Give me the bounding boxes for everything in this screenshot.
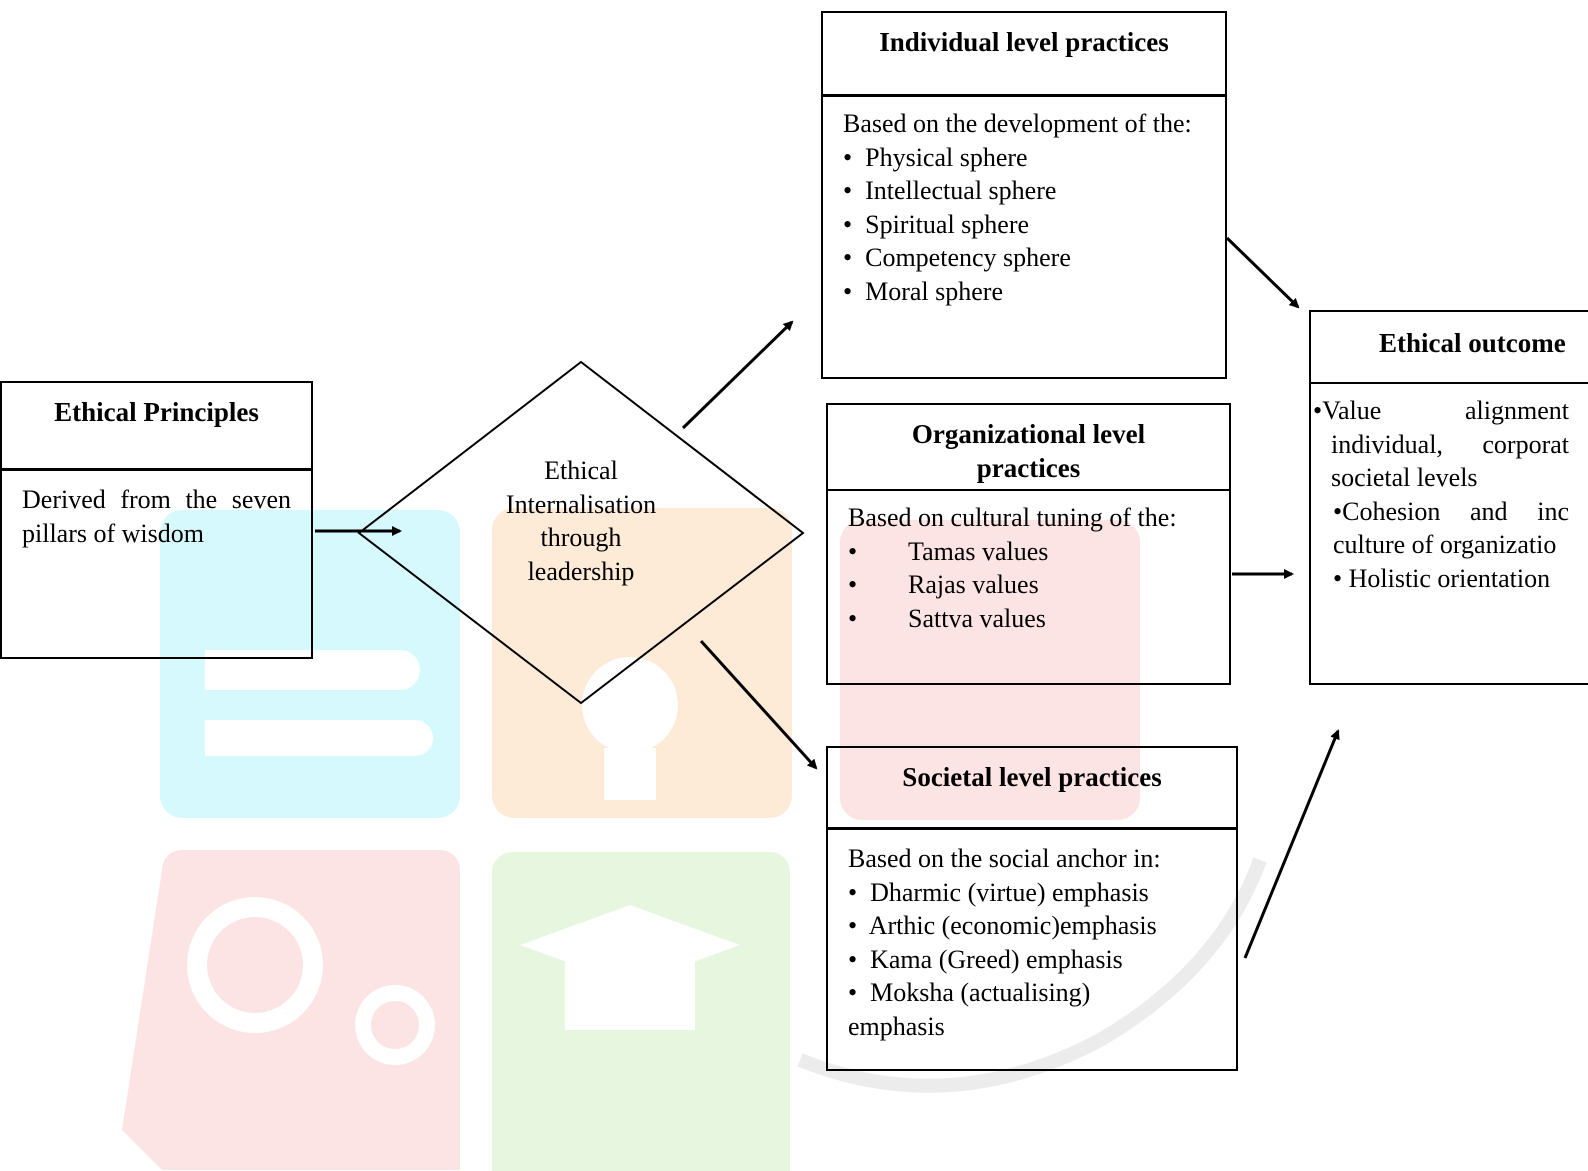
bullet: • [848, 978, 858, 1007]
ethical-principles-text: Derived from the seven pillars of wisdom [22, 485, 291, 548]
outcome-item: •Value alignment individual, corporat so… [1313, 396, 1569, 492]
bullet: • [848, 570, 858, 599]
bullet: • [843, 276, 853, 306]
outcome-item: •Cohesion and inc culture of organizatio [1333, 496, 1569, 560]
bullet: • [848, 911, 858, 940]
societal-practices-body: Based on the social anchor in: • Dharmic… [828, 830, 1236, 1043]
bullet: • [843, 243, 853, 272]
diamond-line: Ethical [544, 456, 618, 485]
list-item-text: Dharmic (virtue) emphasis [870, 877, 1149, 907]
societal-practices-box: Societal level practices Based on the so… [826, 746, 1238, 1071]
individual-intro: Based on the development of the: [843, 109, 1192, 138]
list-item-text: Moral sphere [865, 276, 1004, 306]
organizational-list: • Tamas values • Rajas values • Sattva valu… [848, 535, 1209, 636]
organizational-practices-body: Based on cultural tuning of the: • Tamas … [828, 491, 1229, 635]
societal-intro: Based on the social anchor in: [848, 844, 1161, 873]
ethical-outcome-title: Ethical outcome [1311, 312, 1588, 384]
diamond-line: through [540, 523, 622, 552]
diamond-line: leadership [527, 556, 635, 586]
individual-list: • Physical sphere • Intellectual sphere … [843, 141, 1205, 309]
diamond-line: Internalisation [505, 489, 657, 519]
list-item: • Kama (Greed) emphasis [848, 943, 1216, 977]
arrow-societal-to-outcome [1243, 729, 1340, 959]
list-item: • Tamas values [848, 535, 1209, 569]
list-item-text: Spiritual sphere [865, 209, 1030, 239]
organizational-practices-title: Organizational level practices [828, 405, 1229, 491]
list-item: • Rajas values [848, 568, 1209, 602]
organizational-intro: Based on cultural tuning of the: [848, 503, 1177, 532]
ethical-principles-title: Ethical Principles [2, 383, 311, 471]
list-item: • Dharmic (virtue) emphasis [848, 876, 1216, 910]
diamond-label: Ethical Internalisation through leadersh… [471, 454, 691, 588]
arrow-individual-to-outcome [1225, 236, 1300, 309]
list-item: • Spiritual sphere [843, 208, 1205, 242]
list-item: • Moksha (actualising) emphasis [848, 976, 1138, 1043]
societal-list: • Dharmic (virtue) emphasis • Arthic (ec… [848, 876, 1216, 1044]
list-item-text: Competency sphere [865, 243, 1071, 272]
list-item-text: Kama (Greed) emphasis [870, 944, 1123, 974]
arrow-diamond-to-individual [681, 320, 794, 430]
list-item: • Physical sphere [843, 141, 1205, 175]
bullet: • [848, 877, 858, 907]
organizational-practices-box: Organizational level practices Based on … [826, 403, 1231, 685]
list-item-text: Moksha (actualising) emphasis [848, 978, 1091, 1041]
bullet: • [843, 176, 853, 205]
ethical-outcome-title-text: Ethical outcome [1379, 328, 1566, 358]
list-item: • Sattva values [848, 602, 1209, 636]
bullet: • [843, 142, 853, 172]
individual-practices-title: Individual level practices [823, 13, 1225, 97]
outcome-item: • Holistic orientation [1333, 563, 1551, 593]
bullet: • [848, 944, 858, 974]
bullet: • [843, 209, 853, 239]
ethical-outcome-box: Ethical outcome •Value alignment individ… [1309, 310, 1588, 685]
ethical-principles-box: Ethical Principles Derived from the seve… [0, 381, 313, 659]
list-item: • Competency sphere [843, 241, 1205, 275]
societal-practices-title: Societal level practices [828, 748, 1236, 830]
list-item: • Arthic (economic)emphasis [848, 909, 1216, 943]
bullet: • [848, 536, 858, 566]
ethical-outcome-body: •Value alignment individual, corporat so… [1311, 384, 1569, 595]
list-item-text: Arthic (economic)emphasis [868, 911, 1157, 940]
list-item-text: Intellectual sphere [865, 176, 1057, 205]
individual-practices-box: Individual level practices Based on the … [821, 11, 1227, 379]
list-item: • Moral sphere [843, 275, 1205, 309]
bullet: • [848, 603, 858, 633]
list-item-text: Tamas values [908, 536, 1049, 566]
list-item-text: Rajas values [908, 570, 1039, 599]
arrow-diamond-to-societal [699, 639, 818, 770]
list-item-text: Physical sphere [865, 142, 1028, 172]
list-item-text: Sattva values [908, 603, 1046, 633]
individual-practices-body: Based on the development of the: • Physi… [823, 97, 1225, 308]
list-item: • Intellectual sphere [843, 174, 1205, 208]
